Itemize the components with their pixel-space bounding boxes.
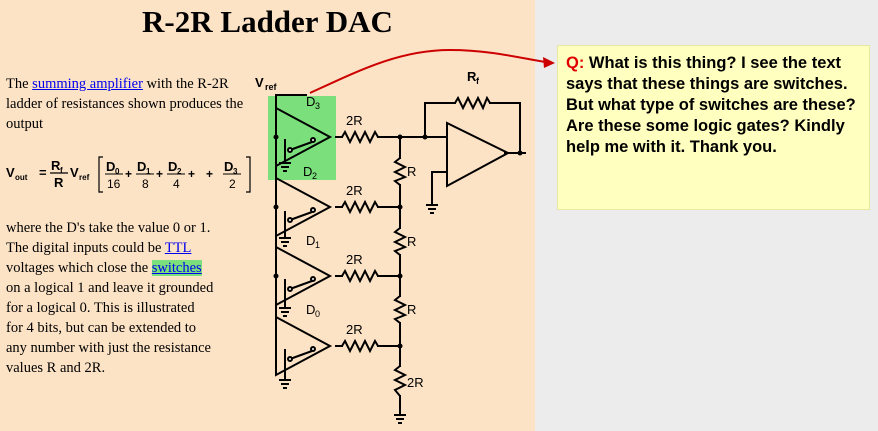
term-d3-num: D	[224, 159, 233, 174]
desc-line-2-text: The digital inputs could be	[6, 240, 165, 256]
r-label-2: R	[407, 234, 416, 249]
rf-label-sub: f	[476, 76, 480, 86]
page-title: R-2R Ladder DAC	[142, 4, 393, 39]
term-d1-den: 8	[142, 177, 149, 191]
term-d0-den: 16	[107, 177, 121, 191]
resistor-r-3	[392, 295, 408, 324]
d2-label: D	[303, 164, 312, 179]
r-label-1: R	[407, 164, 416, 179]
formula-rf-sub: f	[60, 166, 63, 175]
question-note: Q: What is this thing? I see the text sa…	[557, 45, 870, 210]
desc-line-3-text: voltages which close the	[6, 260, 152, 276]
vref-label-sub: ref	[265, 82, 278, 92]
resistor-2r-d0	[341, 338, 379, 354]
desc-line-4: on a logical 1 and leave it grounded	[6, 280, 214, 296]
resistor-r-1	[392, 157, 408, 186]
resistor-2r-bottom	[392, 365, 408, 397]
dac-circuit-diagram: V ref R f D 3 D 2 D 1 D 0 2R 2R 2R 2R R …	[255, 69, 526, 424]
vref-label: V	[255, 75, 264, 90]
resistor-2r-d2	[341, 199, 379, 215]
resistor-2r-d1	[341, 268, 379, 284]
resistor-2r-d3	[341, 129, 379, 145]
term-d2-num: D	[168, 159, 177, 174]
d0-label-sub: 0	[315, 309, 320, 319]
svg-text:+: +	[156, 167, 163, 181]
d0-label: D	[306, 302, 315, 317]
r2-label-bottom: 2R	[407, 375, 424, 390]
desc-line-5: for a logical 0. This is illustrated	[6, 300, 195, 316]
r2-label-4: 2R	[346, 322, 363, 337]
term-d0-sub: 0	[115, 167, 120, 176]
resistor-rf	[454, 95, 491, 111]
desc-line-6: for 4 bits, but can be extended to	[6, 320, 197, 336]
question-prefix: Q:	[566, 54, 585, 72]
intro-text-start: The	[6, 76, 33, 92]
formula-vout: V	[6, 165, 15, 180]
op-amp	[446, 121, 511, 188]
desc-line-7: any number with just the resistance	[6, 340, 211, 356]
intro-paragraph: The summing amplifier with the R-2R ladd…	[6, 74, 256, 134]
formula-r: R	[54, 175, 64, 190]
formula-vout-sub: out	[15, 173, 28, 182]
formula-vref: V	[70, 165, 79, 180]
desc-line-1: where the D's take the value 0 or 1.	[6, 220, 211, 236]
intro-text-end: with the R-2R ladder of resistances show…	[6, 76, 244, 132]
description-paragraph: where the D's take the value 0 or 1. The…	[6, 218, 256, 378]
term-d2-sub: 2	[177, 167, 182, 176]
output-formula: V out = R f R V ref D 0 16 + D 1 8 + D 2	[6, 156, 251, 193]
r-label-3: R	[407, 302, 416, 317]
r2-label-1: 2R	[346, 113, 363, 128]
d3-label-sub: 3	[315, 101, 320, 111]
term-d3-den: 2	[229, 177, 236, 191]
desc-line-8: values R and 2R.	[6, 360, 106, 376]
desc-line-3: voltages which close the switches	[6, 258, 256, 278]
desc-line-2: The digital inputs could be TTL	[6, 238, 256, 258]
svg-text:+: +	[188, 167, 195, 181]
switch-d0	[275, 315, 333, 377]
svg-text:+: +	[206, 167, 213, 181]
d2-label-sub: 2	[312, 171, 317, 181]
ttl-link[interactable]: TTL	[164, 240, 192, 256]
term-d3-sub: 3	[233, 167, 238, 176]
content-panel: R-2R Ladder DAC The summing amplifier wi…	[0, 0, 535, 431]
formula-rf: R	[51, 158, 61, 173]
term-d0-num: D	[106, 159, 115, 174]
formula-vref-sub: ref	[79, 173, 90, 182]
term-d1-num: D	[137, 159, 146, 174]
svg-text:+: +	[125, 167, 132, 181]
question-text: What is this thing? I see the text says …	[566, 54, 856, 156]
r2-label-3: 2R	[346, 252, 363, 267]
term-d2-den: 4	[173, 177, 180, 191]
formula-equals: =	[39, 165, 47, 180]
d1-label: D	[306, 233, 315, 248]
r2-label-2: 2R	[346, 183, 363, 198]
switches-link[interactable]: switches	[151, 260, 202, 276]
resistor-r-2	[392, 227, 408, 256]
d3-label: D	[306, 94, 315, 109]
summing-amplifier-link[interactable]: summing amplifier	[32, 76, 143, 92]
term-d1-sub: 1	[146, 167, 151, 176]
d1-label-sub: 1	[315, 240, 320, 250]
